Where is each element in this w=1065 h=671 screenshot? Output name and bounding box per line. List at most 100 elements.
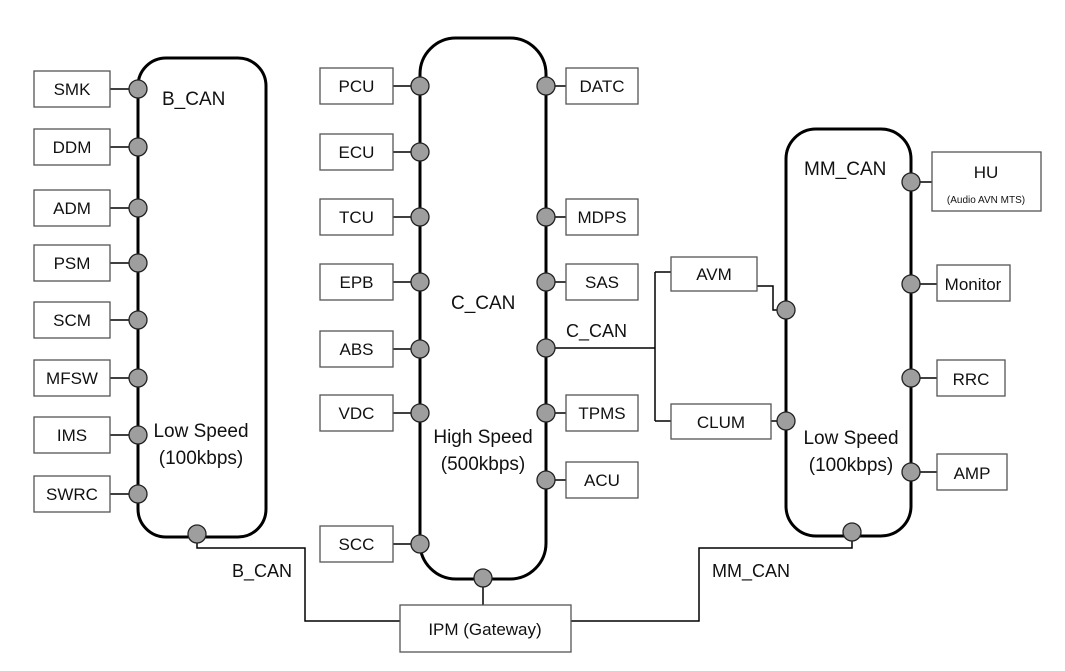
port-smk [128, 79, 148, 99]
node-adm-label: ADM [53, 199, 91, 218]
node-monitor[interactable]: Monitor [936, 264, 1011, 302]
node-ecu-label: ECU [339, 143, 375, 162]
port-ims [128, 425, 148, 445]
b-can-node-group: SMK DDM ADM PSM SCM MFSW IMS SWRC [33, 70, 111, 513]
port-tcu [410, 207, 430, 227]
node-clum-label: CLUM [697, 413, 745, 432]
c-can-left-node-group: PCU ECU TCU EPB ABS VDC SCC [319, 67, 394, 563]
port-vdc [410, 403, 430, 423]
node-vdc[interactable]: VDC [319, 394, 394, 432]
node-scm-label: SCM [53, 311, 91, 330]
node-ddm[interactable]: DDM [33, 128, 111, 166]
node-epb[interactable]: EPB [319, 263, 394, 301]
port-amp [901, 462, 921, 482]
node-mdps[interactable]: MDPS [565, 198, 639, 236]
node-epb-label: EPB [339, 273, 373, 292]
node-avm[interactable]: AVM [670, 256, 758, 292]
port-rrc [901, 368, 921, 388]
wire-mm-can-gateway [571, 534, 853, 622]
c-can-speed: High Speed [433, 427, 532, 448]
b-can-speed: Low Speed [153, 421, 248, 442]
port-tpms [536, 403, 556, 423]
port-monitor [901, 274, 921, 294]
port-mfsw [128, 368, 148, 388]
node-datc[interactable]: DATC [565, 67, 639, 105]
gateway-label: IPM (Gateway) [428, 620, 541, 639]
node-abs-label: ABS [339, 340, 373, 359]
port-c-can-branch [536, 338, 556, 358]
node-rrc-label: RRC [953, 370, 990, 389]
port-avm-mm [776, 300, 796, 320]
node-sas-label: SAS [585, 273, 619, 292]
port-b-can-gateway [187, 524, 207, 544]
port-sas [536, 272, 556, 292]
port-datc [536, 76, 556, 96]
node-scm[interactable]: SCM [33, 301, 111, 339]
node-hu-label: HU [974, 163, 999, 182]
port-clum-mm [776, 411, 796, 431]
node-mfsw-label: MFSW [46, 369, 98, 388]
node-scc[interactable]: SCC [319, 525, 394, 563]
port-abs [410, 339, 430, 359]
node-psm[interactable]: PSM [33, 244, 111, 282]
node-amp[interactable]: AMP [936, 453, 1008, 491]
b-can-title: B_CAN [162, 89, 225, 110]
node-ims-label: IMS [57, 426, 87, 445]
c-can-rate: (500kbps) [441, 454, 526, 475]
node-hu[interactable]: HU (Audio AVN MTS) [931, 151, 1042, 212]
ports [128, 76, 921, 588]
node-datc-label: DATC [579, 77, 624, 96]
c-can-title: C_CAN [451, 293, 515, 314]
port-epb [410, 272, 430, 292]
mm-can-title: MM_CAN [804, 159, 886, 180]
b-can-rate: (100kbps) [159, 448, 244, 469]
c-can-right-node-group: DATC MDPS SAS TPMS ACU [565, 67, 639, 499]
node-vdc-label: VDC [339, 404, 375, 423]
node-rrc[interactable]: RRC [936, 359, 1006, 397]
node-tpms-label: TPMS [578, 404, 625, 423]
node-pcu-label: PCU [339, 77, 375, 96]
node-smk-label: SMK [54, 80, 92, 99]
node-tpms[interactable]: TPMS [565, 394, 639, 432]
node-pcu[interactable]: PCU [319, 67, 394, 105]
node-amp-label: AMP [954, 464, 991, 483]
node-acu-label: ACU [584, 471, 620, 490]
node-avm-label: AVM [696, 265, 732, 284]
port-ecu [410, 142, 430, 162]
node-monitor-label: Monitor [945, 275, 1002, 294]
mm-can-speed: Low Speed [803, 428, 898, 449]
node-tcu[interactable]: TCU [319, 198, 394, 236]
port-c-can-gateway [473, 568, 493, 588]
node-mfsw[interactable]: MFSW [33, 359, 111, 397]
port-ddm [128, 137, 148, 157]
port-hu [901, 172, 921, 192]
node-scc-label: SCC [339, 535, 375, 554]
c-can-branch-label: C_CAN [566, 321, 627, 342]
b-can-link-label: B_CAN [232, 561, 292, 582]
node-hu-sub: (Audio AVN MTS) [947, 195, 1025, 206]
port-psm [128, 253, 148, 273]
port-adm [128, 198, 148, 218]
port-mm-can-gateway [842, 522, 862, 542]
port-mdps [536, 207, 556, 227]
node-ims[interactable]: IMS [33, 416, 111, 454]
node-sas[interactable]: SAS [565, 263, 639, 301]
node-psm-label: PSM [54, 254, 91, 273]
node-adm[interactable]: ADM [33, 189, 111, 227]
node-swrc[interactable]: SWRC [33, 475, 111, 513]
mm-can-rate: (100kbps) [809, 455, 894, 476]
port-acu [536, 470, 556, 490]
node-clum[interactable]: CLUM [670, 403, 772, 440]
gateway-ipm[interactable]: IPM (Gateway) [399, 604, 572, 653]
node-mdps-label: MDPS [577, 208, 626, 227]
node-smk[interactable]: SMK [33, 70, 111, 108]
node-tcu-label: TCU [339, 208, 374, 227]
node-ecu[interactable]: ECU [319, 133, 394, 171]
port-scm [128, 310, 148, 330]
port-swrc [128, 484, 148, 504]
port-scc [410, 534, 430, 554]
node-acu[interactable]: ACU [565, 461, 639, 499]
node-swrc-label: SWRC [46, 485, 98, 504]
node-abs[interactable]: ABS [319, 330, 394, 368]
